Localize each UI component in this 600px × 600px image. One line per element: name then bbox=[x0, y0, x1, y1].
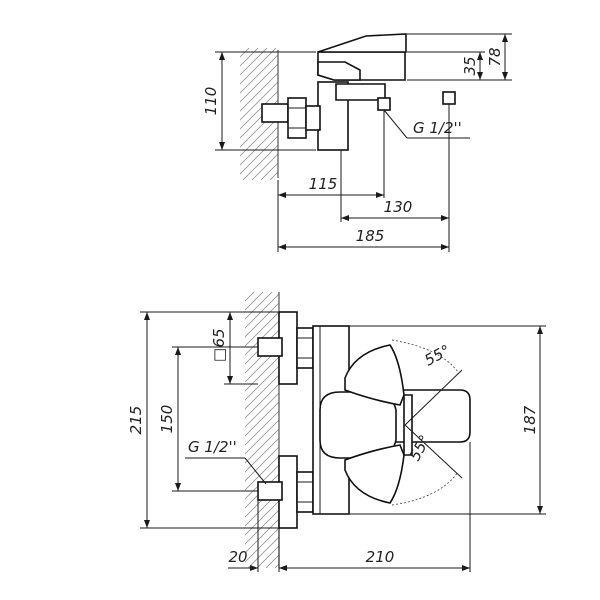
hatch-line bbox=[240, 54, 278, 94]
spout-joint-top bbox=[317, 61, 361, 81]
hatch-line bbox=[245, 302, 279, 338]
top-view: 78 35 110 G 1/2'' 115 130 bbox=[202, 33, 519, 252]
front-view: 55° 55° 65 □ 215 150 187 G 1/2'' bbox=[127, 292, 600, 572]
hatch-line bbox=[240, 90, 278, 130]
spout-outlet-top bbox=[442, 91, 456, 105]
lower-eccentric bbox=[257, 481, 283, 501]
hatch-line bbox=[245, 419, 279, 455]
hatch-line bbox=[240, 63, 278, 103]
square-symbol: □ bbox=[210, 348, 228, 362]
hatch-line bbox=[245, 410, 279, 446]
hatch-line bbox=[240, 48, 259, 67]
hatch-line bbox=[500, 292, 600, 568]
hatch-line bbox=[245, 329, 279, 365]
hatch-line bbox=[545, 292, 600, 568]
dim-35: 35 bbox=[461, 56, 479, 75]
dim-210: 210 bbox=[366, 548, 395, 566]
dim-150: 150 bbox=[158, 405, 176, 434]
lever-hinge bbox=[403, 394, 413, 456]
hatch-line bbox=[245, 292, 246, 293]
dim-115: 115 bbox=[309, 175, 338, 193]
shower-outlet-top bbox=[377, 97, 391, 111]
dim-20: 20 bbox=[228, 548, 247, 566]
hatch-line bbox=[536, 292, 600, 568]
angle-arc-lower bbox=[391, 471, 459, 506]
hatch-line bbox=[240, 48, 241, 49]
dim-110: 110 bbox=[202, 87, 220, 116]
upper-nut bbox=[296, 327, 314, 369]
hatch-line bbox=[245, 311, 279, 347]
hatch-line bbox=[554, 292, 600, 568]
cartridge-front bbox=[319, 391, 397, 459]
dim-65: 65 bbox=[210, 328, 228, 347]
hatch-line bbox=[245, 401, 279, 437]
lever-top bbox=[317, 33, 407, 53]
hatch-line bbox=[245, 491, 279, 527]
hatch-line bbox=[240, 48, 268, 76]
dim-78: 78 bbox=[486, 47, 504, 66]
hatch-line bbox=[240, 48, 277, 85]
hatch-line bbox=[242, 144, 278, 180]
hatch-line bbox=[245, 509, 279, 545]
hatch-line bbox=[245, 428, 279, 464]
angle-upper: 55° bbox=[421, 341, 453, 369]
eccentric-top bbox=[261, 103, 289, 123]
hatch-line bbox=[240, 135, 278, 175]
angle-arc-upper bbox=[391, 339, 459, 373]
hatch-line bbox=[240, 81, 278, 121]
dim-130: 130 bbox=[384, 198, 413, 216]
lower-nut bbox=[296, 471, 314, 513]
dim-187: 187 bbox=[521, 405, 539, 434]
lever-upper bbox=[344, 344, 405, 406]
dim-185: 185 bbox=[356, 227, 385, 245]
upper-eccentric bbox=[257, 337, 283, 357]
hatch-line bbox=[240, 126, 278, 166]
hatch-line bbox=[251, 153, 278, 180]
hatch-line bbox=[387, 48, 519, 180]
thread-label-top: G 1/2'' bbox=[413, 119, 462, 137]
hatch-line bbox=[491, 292, 600, 568]
thread-label-front: G 1/2'' bbox=[188, 438, 237, 456]
lever-lower bbox=[344, 444, 405, 504]
cover-top bbox=[305, 105, 321, 131]
hatch-line bbox=[240, 48, 250, 58]
nut-top bbox=[287, 97, 307, 139]
hatch-line bbox=[245, 518, 279, 554]
dim-215: 215 bbox=[127, 406, 145, 435]
